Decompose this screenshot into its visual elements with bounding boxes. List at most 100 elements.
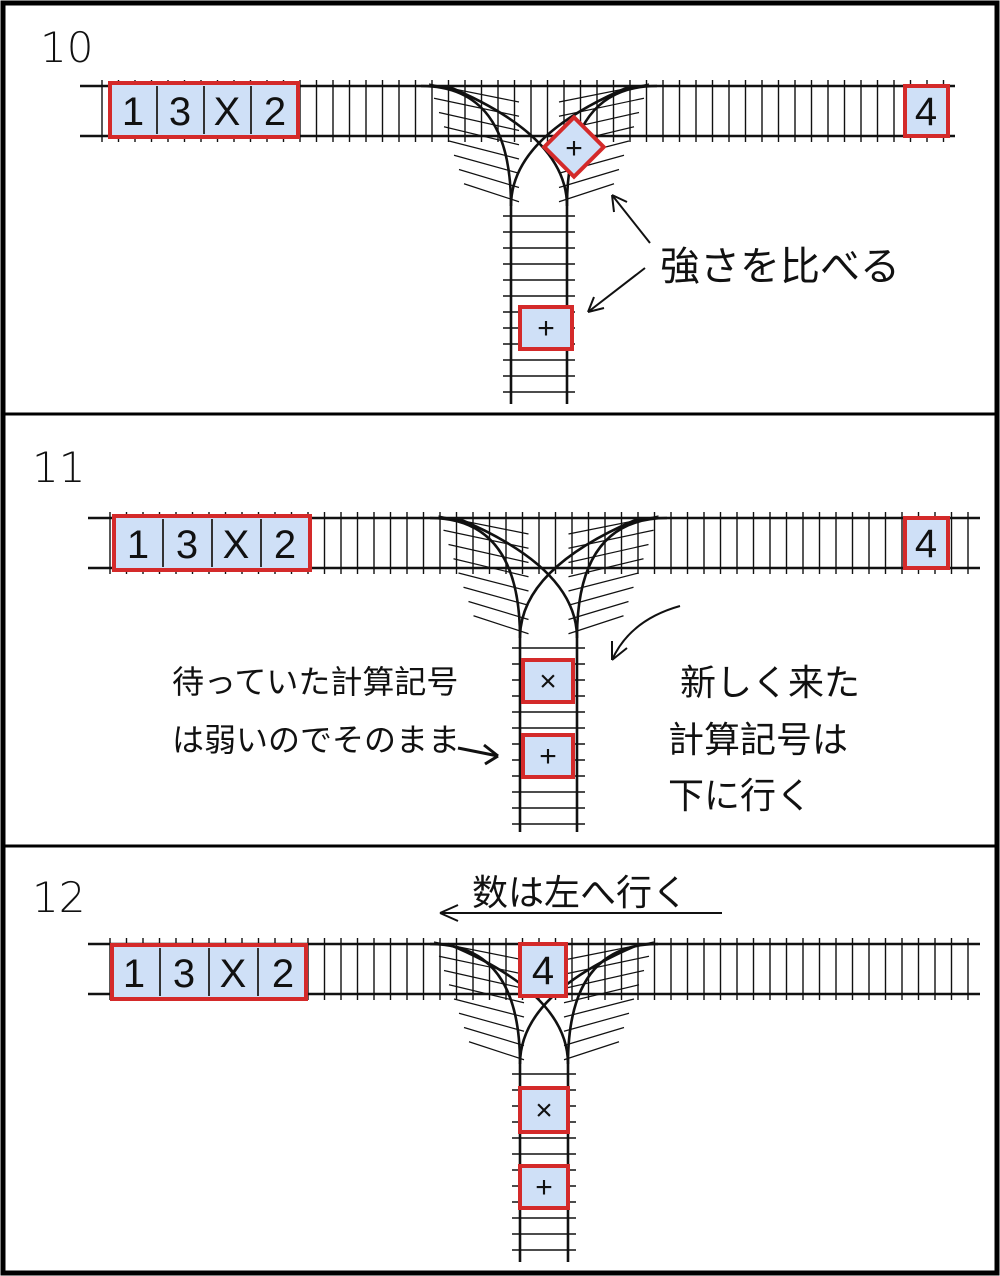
sleeper	[438, 515, 529, 535]
car-box	[903, 516, 950, 570]
train-border	[112, 514, 312, 572]
train-car-label: 2	[272, 952, 294, 996]
right-car-label: 4	[915, 90, 937, 134]
stem-car: +	[518, 1164, 570, 1210]
train-car-label: X	[223, 523, 250, 567]
car-box	[903, 84, 950, 138]
arrow-shaft	[611, 194, 651, 244]
sleeper	[448, 984, 525, 1004]
numbers-left-text: 数は左へ行く	[472, 873, 688, 914]
sleeper	[563, 998, 635, 1018]
sleeper	[558, 183, 615, 203]
panel-12: 12 1 3 X 2 4 × + 数は左へ行く	[32, 873, 980, 1262]
stem-car: +	[518, 305, 574, 351]
sleeper	[458, 572, 529, 592]
sleeper	[463, 586, 529, 606]
train-car-label: X	[214, 90, 241, 134]
railway-tracks	[88, 938, 980, 1262]
car-box	[521, 733, 575, 779]
stem-car-label: ×	[539, 665, 557, 698]
junction-car: 4	[518, 942, 568, 998]
train-car-label: 2	[274, 523, 296, 567]
sleeper	[563, 1041, 620, 1061]
sleeper	[563, 941, 655, 961]
right-car-label: 4	[915, 522, 937, 566]
right-car: 4	[903, 84, 950, 138]
sleeper	[568, 515, 659, 535]
waiting-text-line-2: は弱いのでそのまま	[172, 721, 460, 759]
junction-car-label: +	[565, 132, 583, 165]
sleeper	[433, 97, 520, 117]
train-car-label: 1	[123, 952, 145, 996]
arrow-shaft	[587, 267, 646, 313]
sleeper	[438, 111, 520, 132]
sleeper	[568, 600, 629, 621]
right-car: 4	[903, 516, 950, 570]
curved-rail	[565, 84, 658, 207]
sleeper	[443, 126, 520, 146]
arrow-head-icon	[439, 904, 459, 922]
arrow-head-icon	[611, 194, 628, 213]
numbers-left-annotation: 数は左へ行く	[439, 873, 722, 922]
train-car-label: 1	[122, 90, 144, 134]
train-border	[110, 943, 308, 1001]
panel-number: 12	[32, 873, 85, 922]
car-box	[518, 1164, 570, 1210]
sleeper	[433, 941, 525, 961]
compare-annotation: 強さを比べる	[587, 194, 900, 313]
stem-car: +	[521, 733, 575, 779]
car-box	[518, 1086, 570, 1134]
sleeper	[453, 154, 520, 174]
curved-rail	[509, 84, 632, 207]
sleeper	[428, 83, 520, 103]
panel-10: 10 1 3 X 2 4 + +	[40, 23, 955, 404]
sleeper	[448, 543, 529, 564]
waiting-text-line-1: 待っていた計算記号	[172, 663, 458, 701]
stem-car-label: +	[535, 1171, 553, 1204]
waiting-annotation: 待っていた計算記号 は弱いのでそのまま	[172, 663, 499, 766]
stem-car-label: ×	[535, 1094, 553, 1127]
panel-11: 11 1 3 X 2 4 × + 待っていた計算記号 は弱いのでそのまま	[32, 443, 980, 832]
arrow-head-icon	[587, 296, 605, 313]
sleeper	[458, 168, 520, 189]
sleeper	[563, 1012, 630, 1032]
new-annotation: 新しく来た 計算記号は 下に行く	[611, 605, 860, 817]
arrow-head-icon	[611, 641, 628, 661]
sleeper	[558, 97, 645, 117]
panel-number: 10	[40, 23, 93, 72]
stem-car-label: +	[539, 740, 557, 773]
left-train: 1 3 X 2	[110, 943, 308, 1001]
sleeper	[458, 1012, 525, 1032]
sleeper	[568, 529, 654, 549]
train-car-label: 3	[176, 523, 198, 567]
train-car-label: 2	[264, 90, 286, 134]
curved-rail	[575, 516, 668, 639]
train-car-label: 3	[169, 90, 191, 134]
curved-rail	[518, 942, 641, 1065]
curved-rail	[446, 84, 569, 207]
stem-car: ×	[518, 1086, 570, 1134]
sleeper	[568, 558, 644, 578]
panel-number: 11	[32, 443, 85, 492]
sleeper	[558, 83, 650, 103]
stem-car-label: +	[537, 312, 555, 345]
sleeper	[473, 615, 529, 635]
left-train: 1 3 X 2	[108, 81, 300, 139]
train-border	[108, 81, 300, 139]
sleeper	[453, 998, 525, 1018]
sleeper	[563, 955, 650, 975]
train-car-label: X	[220, 952, 247, 996]
car-box	[518, 305, 574, 351]
stem-car: ×	[521, 658, 575, 704]
sleeper	[568, 586, 634, 606]
sleeper	[468, 1041, 525, 1061]
left-train: 1 3 X 2	[112, 514, 312, 572]
sleeper	[453, 558, 529, 578]
new-text-line-2: 計算記号は	[668, 720, 848, 761]
sleeper	[563, 1026, 625, 1047]
curved-rail	[456, 516, 579, 639]
sleeper	[568, 543, 649, 564]
curved-rail	[429, 516, 522, 639]
